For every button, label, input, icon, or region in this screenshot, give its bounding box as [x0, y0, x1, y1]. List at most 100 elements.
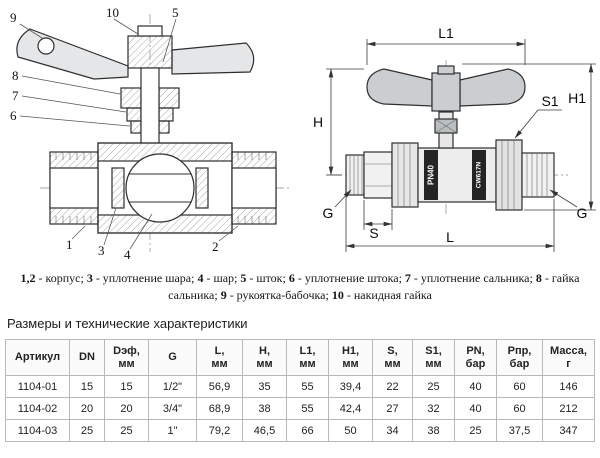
table-cell: 37,5 [496, 419, 543, 442]
dim-label-l: L [446, 229, 454, 245]
legend-part-number: 6 [288, 271, 295, 285]
table-cell: 60 [496, 397, 543, 420]
dim-label-h1: H1 [568, 90, 586, 106]
legend-part-number: 1,2 [20, 271, 36, 285]
table-cell: 46,5 [242, 419, 287, 442]
callout-1: 1 [66, 237, 73, 252]
legend-part-label: - уплотнение штока; [294, 271, 405, 285]
column-header: S, мм [372, 339, 413, 376]
table-cell: 1104-03 [5, 419, 70, 442]
callout-8: 8 [12, 68, 19, 83]
callout-4: 4 [124, 247, 131, 262]
table-cell: 50 [328, 419, 373, 442]
dim-label-g-left: G [323, 205, 334, 221]
callout-6: 6 [10, 108, 17, 123]
dim-label-s1: S1 [541, 93, 558, 109]
table-cell: 1104-01 [5, 375, 70, 398]
legend-part-number: 5 [240, 271, 247, 285]
table-cell: 20 [104, 397, 149, 420]
legend-part-label: - рукоятка-бабочка; [226, 288, 332, 302]
table-cell: 68,9 [196, 397, 243, 420]
callout-3: 3 [98, 243, 105, 258]
table-cell: 55 [286, 375, 329, 398]
table-cell: 3/4" [148, 397, 197, 420]
table-cell: 25 [69, 419, 105, 442]
table-cell: 34 [372, 419, 413, 442]
section-view-drawing: 9 10 5 8 7 6 1 3 4 2 [10, 5, 292, 262]
table-cell: 15 [69, 375, 105, 398]
table-cell: 32 [412, 397, 455, 420]
table-cell: 25 [412, 375, 455, 398]
table-cell: 20 [69, 397, 105, 420]
column-header: H1, мм [328, 339, 373, 376]
table-cell: 347 [542, 419, 595, 442]
column-header: Масса, г [542, 339, 595, 376]
table-cell: 146 [542, 375, 595, 398]
table-cell: 55 [286, 397, 329, 420]
table-cell: 25 [104, 419, 149, 442]
legend-part-number: 10 [331, 288, 344, 302]
callout-9: 9 [10, 10, 17, 25]
legend-part-number: 7 [404, 271, 411, 285]
dimension-lines [326, 39, 596, 252]
legend-part-label: - шток; [246, 271, 289, 285]
table-cell: 79,2 [196, 419, 243, 442]
column-header: G [148, 339, 197, 376]
table-cell: 56,9 [196, 375, 243, 398]
table-cell: 35 [242, 375, 287, 398]
column-header: S1, мм [412, 339, 455, 376]
legend-part-label: - гайка сальника; [168, 271, 580, 302]
column-header: H, мм [242, 339, 287, 376]
callout-leaders [19, 18, 239, 250]
pn-marking: PN40 [427, 164, 436, 185]
legend-part-label: - накидная гайка [343, 288, 432, 302]
column-header: L1, мм [286, 339, 329, 376]
dim-label-g-right: G [577, 205, 588, 221]
legend-part-label: - шар; [203, 271, 241, 285]
table-cell: 40 [454, 375, 497, 398]
table-cell: 212 [542, 397, 595, 420]
section-title: Размеры и технические характеристики [7, 316, 248, 331]
dim-label-h: H [313, 114, 323, 130]
valve-outline [345, 65, 555, 211]
valve-markings: PN40 CW617N [427, 162, 483, 189]
table-cell: 39,4 [328, 375, 373, 398]
legend-part-number: 3 [86, 271, 93, 285]
callout-2: 2 [212, 239, 219, 254]
callout-7: 7 [12, 88, 19, 103]
table-cell: 60 [496, 375, 543, 398]
table-cell: 15 [104, 375, 149, 398]
table-cell: 27 [372, 397, 413, 420]
table-cell: 25 [454, 419, 497, 442]
legend-part-label: - уплотнение сальника; [410, 271, 536, 285]
legend-part-label: - корпус; [35, 271, 87, 285]
table-cell: 42,4 [328, 397, 373, 420]
legend-part-number: 9 [220, 288, 227, 302]
legend-part-label: - уплотнение шара; [92, 271, 198, 285]
table-cell: 38 [412, 419, 455, 442]
valve-section [16, 25, 277, 234]
alloy-marking: CW617N [476, 162, 483, 189]
dim-label-l1: L1 [438, 25, 454, 41]
column-header: DN [69, 339, 105, 376]
table-cell: 1104-02 [5, 397, 70, 420]
table-cell: 1/2" [148, 375, 197, 398]
table-cell: 22 [372, 375, 413, 398]
table-cell: 38 [242, 397, 287, 420]
column-header: L, мм [196, 339, 243, 376]
callout-10: 10 [106, 5, 119, 20]
legend-part-number: 4 [197, 271, 204, 285]
technical-drawings: 9 10 5 8 7 6 1 3 4 2 [0, 2, 600, 264]
legend-part-number: 8 [535, 271, 542, 285]
column-header: Артикул [5, 339, 70, 376]
table-cell: 1" [148, 419, 197, 442]
column-header: Dэф, мм [104, 339, 149, 376]
column-header: PN, бар [454, 339, 497, 376]
table-cell: 40 [454, 397, 497, 420]
